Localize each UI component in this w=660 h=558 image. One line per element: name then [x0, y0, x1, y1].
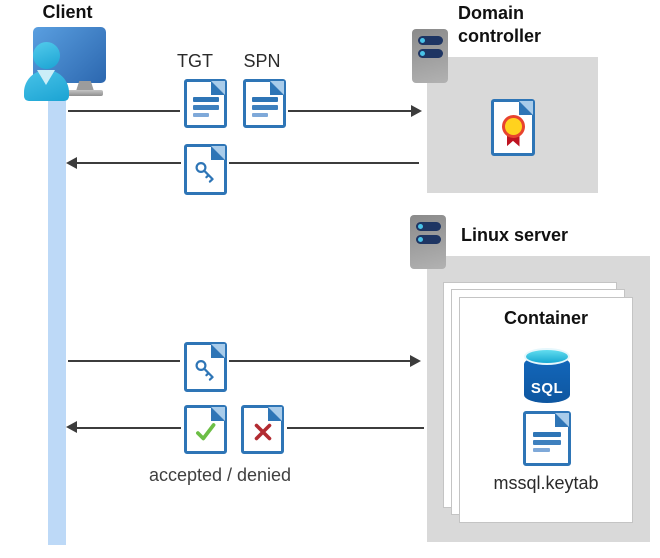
document-lines-icon: [252, 97, 278, 117]
page-fold-icon: [519, 101, 533, 115]
arrow-line: [288, 110, 411, 112]
server-led-icon: [420, 38, 425, 43]
arrow-left-head: [66, 421, 77, 433]
arrow-right-head: [411, 105, 422, 117]
document-lines-icon: [533, 432, 561, 452]
arrow-line: [68, 110, 180, 112]
accepted-denied-label: accepted / denied: [148, 465, 292, 485]
certificate-icon: [491, 99, 535, 156]
keytab-label: mssql.keytab: [493, 473, 599, 493]
arrow-right-head: [410, 355, 421, 367]
page-fold-icon: [555, 413, 569, 427]
arrow-line: [68, 360, 180, 362]
domain-controller-server-icon: [412, 29, 448, 83]
page-fold-icon: [211, 146, 225, 160]
container-title: Container: [503, 308, 588, 328]
user-collar: [37, 70, 55, 85]
page-fold-icon: [268, 407, 282, 421]
sql-database-icon: SQL: [524, 348, 570, 405]
spn-ticket-icon: [243, 79, 286, 128]
accepted-doc-icon: [184, 405, 227, 454]
service-ticket-key-icon: [184, 342, 227, 392]
arrow-line: [287, 427, 424, 429]
server-led-icon: [418, 237, 423, 242]
server-slot-icon: [416, 222, 441, 231]
arrow-line: [229, 162, 419, 164]
page-fold-icon: [211, 81, 225, 95]
monitor-base: [67, 90, 103, 96]
service-ticket-key-icon: [184, 144, 227, 195]
arrow-line: [77, 162, 181, 164]
server-led-icon: [420, 51, 425, 56]
server-slot-icon: [418, 49, 443, 58]
page-fold-icon: [211, 344, 225, 358]
rosette-icon: [501, 114, 525, 147]
tgt-ticket-icon: [184, 79, 227, 128]
monitor-stand: [76, 81, 94, 91]
sql-badge-label: SQL: [530, 380, 564, 397]
sql-cylinder-top: [524, 348, 570, 365]
arrow-left-head: [66, 157, 77, 169]
server-slot-icon: [416, 235, 441, 244]
client-lifeline: [48, 92, 66, 545]
user-head: [33, 42, 60, 69]
document-lines-icon: [193, 97, 219, 117]
page-fold-icon: [211, 407, 225, 421]
server-slot-icon: [418, 36, 443, 45]
linux-server-label: Linux server: [461, 225, 569, 245]
client-label: Client: [42, 2, 93, 22]
key-icon: [195, 161, 214, 183]
page-fold-icon: [270, 81, 284, 95]
container-card: Container SQL mssql.keytab: [459, 297, 633, 523]
accepted-check-icon: [195, 422, 215, 440]
denied-x-icon: [254, 423, 271, 440]
rosette-seal-icon: [501, 114, 525, 138]
denied-doc-icon: [241, 405, 284, 454]
arrow-line: [229, 360, 410, 362]
linux-server-icon: [410, 215, 446, 269]
key-icon: [195, 359, 214, 381]
domain-controller-label: Domain controller: [458, 3, 542, 46]
keytab-file-icon: [523, 411, 571, 466]
arrow-line: [77, 427, 181, 429]
spn-label: SPN: [243, 51, 281, 71]
tgt-label: TGT: [177, 51, 213, 71]
server-led-icon: [418, 224, 423, 229]
